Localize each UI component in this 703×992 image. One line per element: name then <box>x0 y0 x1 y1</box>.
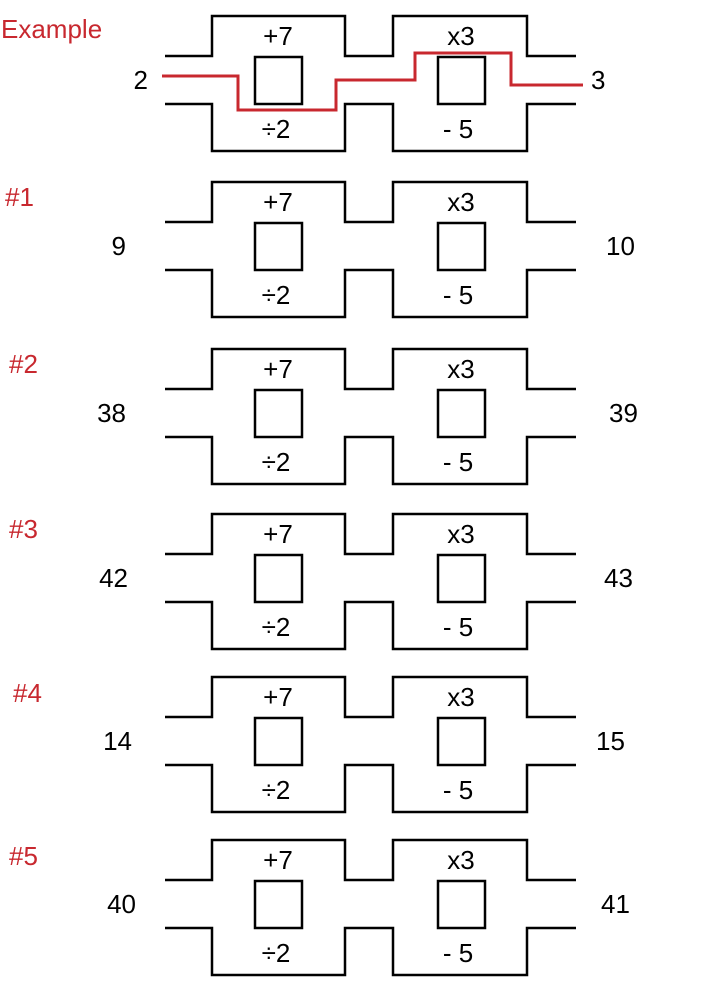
op-minus-5: - 5 <box>443 938 473 968</box>
input-number: 9 <box>112 231 126 261</box>
op-divide-2: ÷2 <box>262 447 291 477</box>
input-number: 2 <box>134 65 148 95</box>
op-plus-7: +7 <box>263 845 293 875</box>
op-times-3: x3 <box>447 682 474 712</box>
op-minus-5: - 5 <box>443 447 473 477</box>
op-plus-7: +7 <box>263 682 293 712</box>
maze-top-wall <box>165 180 576 224</box>
output-number: 15 <box>596 726 625 756</box>
maze-top-wall <box>165 838 576 882</box>
op-times-3: x3 <box>447 845 474 875</box>
op-times-3: x3 <box>447 21 474 51</box>
puzzle-label: #2 <box>9 349 38 379</box>
op-minus-5: - 5 <box>443 612 473 642</box>
output-number: 10 <box>606 231 635 261</box>
left-answer-box[interactable] <box>253 879 304 930</box>
op-times-3: x3 <box>447 519 474 549</box>
right-answer-box[interactable] <box>436 553 487 604</box>
left-answer-box[interactable] <box>253 388 304 439</box>
maze-puzzle-1: #1 +7 ÷2 x3 - 5 9 10 <box>5 180 635 319</box>
left-answer-box[interactable] <box>253 221 304 272</box>
op-minus-5: - 5 <box>443 775 473 805</box>
maze-bottom-wall <box>165 600 576 651</box>
op-plus-7: +7 <box>263 519 293 549</box>
right-answer-box[interactable] <box>436 388 487 439</box>
op-plus-7: +7 <box>263 354 293 384</box>
op-divide-2: ÷2 <box>262 938 291 968</box>
op-divide-2: ÷2 <box>262 280 291 310</box>
maze-bottom-wall <box>165 926 576 977</box>
maze-top-wall <box>165 347 576 391</box>
input-number: 40 <box>107 889 136 919</box>
op-plus-7: +7 <box>263 187 293 217</box>
maze-puzzle-3: #3 +7 ÷2 x3 - 5 42 43 <box>9 512 633 651</box>
maze-top-wall <box>165 675 576 719</box>
op-divide-2: ÷2 <box>262 114 291 144</box>
puzzle-label: Example <box>1 14 102 44</box>
right-answer-box[interactable] <box>436 716 487 767</box>
puzzle-label: #4 <box>13 678 42 708</box>
right-answer-box[interactable] <box>436 879 487 930</box>
puzzle-label: #3 <box>9 514 38 544</box>
puzzle-label: #1 <box>5 182 34 212</box>
puzzle-label: #5 <box>9 841 38 871</box>
op-plus-7: +7 <box>263 21 293 51</box>
left-answer-box[interactable] <box>253 716 304 767</box>
op-divide-2: ÷2 <box>262 775 291 805</box>
maze-puzzle-4: #4 +7 ÷2 x3 - 5 14 15 <box>13 675 625 814</box>
maze-top-wall <box>165 14 576 58</box>
maze-bottom-wall <box>165 102 576 153</box>
op-minus-5: - 5 <box>443 114 473 144</box>
op-times-3: x3 <box>447 354 474 384</box>
output-number: 39 <box>609 398 638 428</box>
maze-bottom-wall <box>165 435 576 486</box>
solution-path <box>162 51 583 112</box>
maze-puzzle-5: #5 +7 ÷2 x3 - 5 40 41 <box>9 838 630 977</box>
right-answer-box[interactable] <box>436 221 487 272</box>
left-answer-box[interactable] <box>253 553 304 604</box>
maze-puzzle-0: Example +7 ÷2 x3 - 5 2 3 <box>1 14 605 153</box>
input-number: 38 <box>97 398 126 428</box>
left-answer-box[interactable] <box>253 55 304 106</box>
input-number: 14 <box>103 726 132 756</box>
output-number: 41 <box>601 889 630 919</box>
input-number: 42 <box>99 563 128 593</box>
output-number: 43 <box>604 563 633 593</box>
right-answer-box[interactable] <box>436 55 487 106</box>
output-number: 3 <box>591 65 605 95</box>
op-times-3: x3 <box>447 187 474 217</box>
maze-puzzle-2: #2 +7 ÷2 x3 - 5 38 39 <box>9 347 638 486</box>
op-minus-5: - 5 <box>443 280 473 310</box>
op-divide-2: ÷2 <box>262 612 291 642</box>
maze-bottom-wall <box>165 763 576 814</box>
maze-bottom-wall <box>165 268 576 319</box>
maze-top-wall <box>165 512 576 556</box>
